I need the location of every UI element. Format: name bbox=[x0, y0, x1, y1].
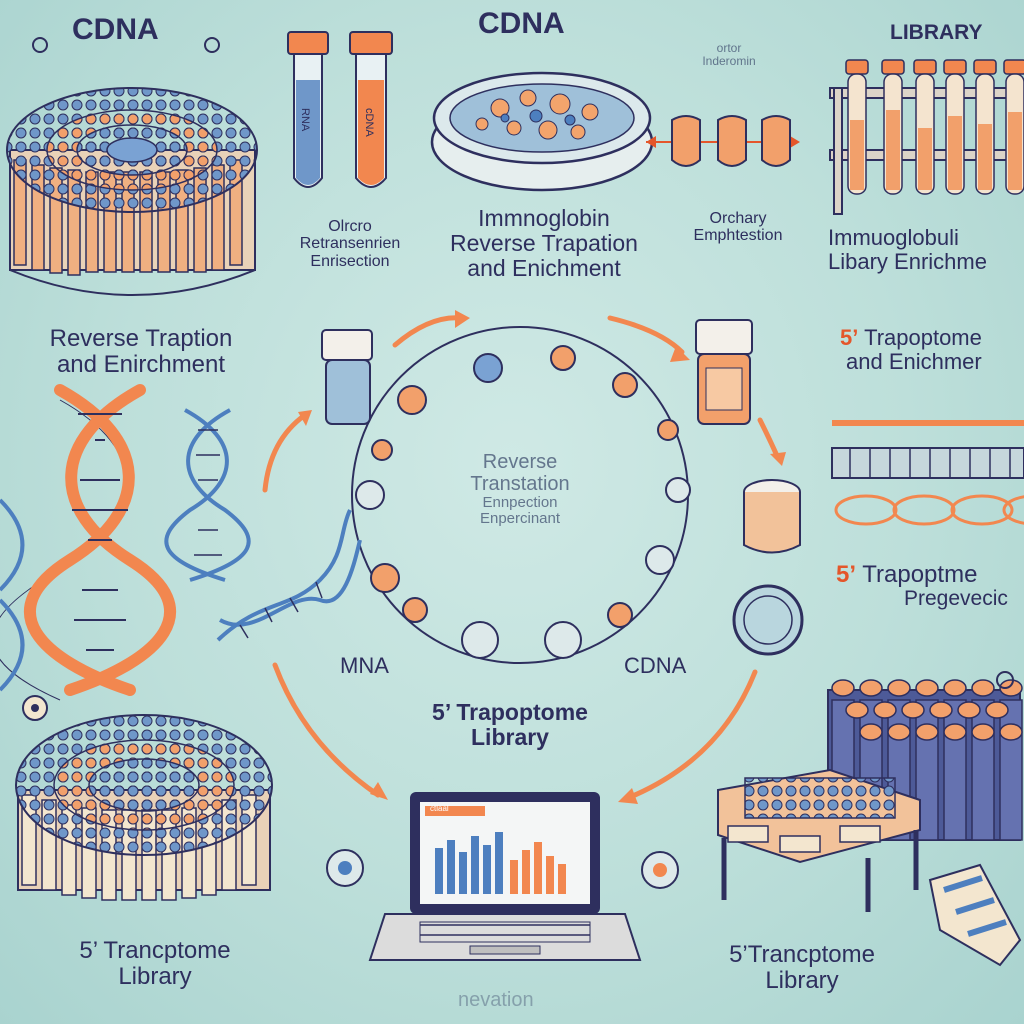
laptop-tab-label: ctlaal bbox=[430, 804, 449, 813]
small-header: ortor Inderomin bbox=[674, 42, 784, 68]
cdna-heading-center: CDNA bbox=[478, 7, 565, 40]
bottom-right-line-2: Library bbox=[765, 966, 839, 994]
center-library-line-2: Library bbox=[471, 723, 549, 750]
right-5prime-a-line-2: and Enichmer bbox=[846, 348, 982, 374]
orchary-line-2: Emphtestion bbox=[693, 227, 783, 245]
right-5prime-label-a: 5’ Trapoptome and Enichmer bbox=[840, 326, 1024, 374]
bottom-faint-label: nevation bbox=[458, 989, 534, 1011]
right-5prime-a-prefix: 5’ bbox=[840, 326, 859, 350]
oligo-label-line-1: Olrcro bbox=[328, 218, 372, 235]
stair-steps bbox=[928, 863, 1022, 967]
test-tube-right bbox=[349, 31, 393, 188]
sparkle-icon-right bbox=[996, 671, 1014, 689]
flow-arrows bbox=[262, 315, 781, 801]
bottom-left-line-1: 5’ Trancptome bbox=[79, 937, 231, 964]
flow-cell-array-top-left bbox=[6, 87, 258, 296]
right-imm-line-1: Immuoglobuli bbox=[828, 226, 959, 250]
center-label-line-1: Reverse bbox=[482, 451, 558, 473]
center-process-label: Reverse Transtation Ennpection Enpercina… bbox=[430, 451, 610, 528]
oligo-label-line-2: Retransenrien bbox=[299, 235, 401, 253]
center-process-ring bbox=[351, 326, 691, 664]
bottom-left-line-2: Library bbox=[118, 962, 192, 990]
orchary-label: Orchary Emphtestion bbox=[668, 210, 808, 245]
small-header-line-2: Inderomin bbox=[702, 53, 756, 68]
jar-right bbox=[695, 319, 753, 425]
center-label-line-2: Transtation bbox=[470, 472, 570, 495]
mna-label: MNA bbox=[340, 653, 389, 678]
reverse-transcription-label: Reverse Traption and Enirchment bbox=[10, 326, 272, 378]
library-tube-rack bbox=[829, 59, 1024, 215]
center-library-line-1: 5’ Trapoptome bbox=[432, 699, 588, 725]
library-heading: LIBRARY bbox=[890, 21, 983, 44]
imm-label-line-1: Immnoglobin bbox=[478, 205, 610, 231]
imm-label-line-2: Reverse Trapation bbox=[450, 229, 638, 256]
sequence-track bbox=[831, 420, 1024, 479]
small-header-line-1: ortor bbox=[716, 41, 742, 55]
magnifier-icon bbox=[732, 584, 804, 656]
gear-icon bbox=[22, 695, 48, 721]
bottom-right-line-1: 5’Trancptome bbox=[729, 941, 875, 968]
cdna-heading-left: CDNA bbox=[72, 13, 159, 46]
tube-label-left: RNA bbox=[298, 108, 311, 132]
dna-helix-large bbox=[0, 384, 177, 701]
flow-cell-array-bottom-left bbox=[15, 714, 273, 901]
center-label-line-4: Enpercinant bbox=[479, 510, 561, 528]
sample-cup bbox=[743, 479, 801, 554]
test-tube-left bbox=[287, 31, 329, 188]
bottom-right-library-label: 5’Trancptome Library bbox=[682, 942, 922, 994]
oligo-label-line-3: Enrisection bbox=[310, 252, 390, 270]
jar-left bbox=[321, 329, 373, 425]
vial-row bbox=[646, 115, 800, 167]
bottom-left-library-label: 5’ Trancptome Library bbox=[20, 938, 290, 990]
center-dna-helix bbox=[216, 509, 362, 642]
imm-label-line-3: and Enichment bbox=[467, 254, 621, 281]
arrowhead-icons bbox=[298, 310, 786, 804]
cdna-center-label: CDNA bbox=[624, 653, 687, 678]
right-5prime-b-rest: Trapoptme bbox=[856, 562, 978, 588]
oligo-label: Olrcro Retransenrien Enrisection bbox=[280, 218, 420, 270]
right-5prime-label-b: 5’ Trapoptme Pregevecic bbox=[836, 562, 1024, 611]
right-5prime-b-prefix: 5’ bbox=[836, 562, 857, 588]
sparkle-icon bbox=[32, 37, 220, 53]
immunoglobulin-label: Immnoglobin Reverse Trapation and Enichm… bbox=[428, 206, 660, 280]
petri-dish bbox=[430, 71, 654, 192]
dna-helix-small bbox=[164, 408, 251, 582]
sequencer-table bbox=[717, 768, 921, 912]
right-immunoglobulin-label: Immuoglobuli Libary Enrichme bbox=[828, 226, 1024, 274]
center-label-line-3: Ennpection bbox=[482, 494, 558, 512]
left-reverse-line-2: and Enirchment bbox=[56, 350, 226, 378]
small-dial-icons bbox=[326, 849, 679, 889]
right-5prime-b-line-2: Pregevecic bbox=[904, 586, 1008, 610]
plasmid-chain bbox=[834, 494, 1024, 526]
tube-block-bottom-right bbox=[827, 679, 1023, 841]
right-imm-line-2: Libary Enrichme bbox=[828, 248, 987, 274]
dna-helix-edge bbox=[0, 498, 25, 692]
orchary-line-1: Orchary bbox=[709, 210, 767, 227]
right-5prime-a-rest: Trapoptome bbox=[858, 326, 982, 350]
left-reverse-line-1: Reverse Traption bbox=[49, 325, 233, 352]
tube-label-right: cDNA bbox=[362, 108, 375, 137]
laptop bbox=[368, 792, 642, 961]
center-library-label: 5’ Trapoptome Library bbox=[380, 700, 640, 750]
